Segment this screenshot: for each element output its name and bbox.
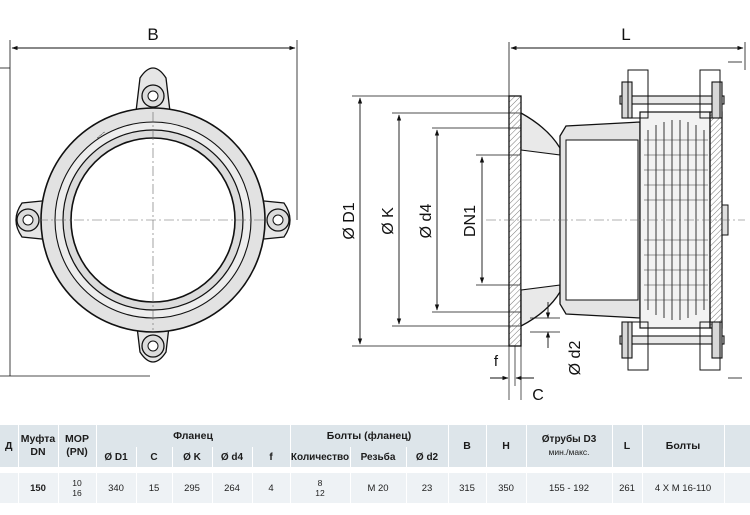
cell-pipe-d3: 155 - 192 xyxy=(526,473,613,503)
header-k: Ø K xyxy=(172,447,213,467)
cell-mop: 10 16 xyxy=(58,473,97,503)
header-f: f xyxy=(252,447,291,467)
cell-f: 4 xyxy=(252,473,291,503)
header-d2: Ø d2 xyxy=(406,447,449,467)
dimension-d1: Ø D1 xyxy=(341,97,363,345)
bolt-lug-top xyxy=(134,67,172,121)
cell-d2: 23 xyxy=(406,473,449,503)
header-d1: Ø D1 xyxy=(96,447,137,467)
cell-thread: M 20 xyxy=(350,473,407,503)
cell-bolts: 4 X M 16-110 xyxy=(642,473,725,503)
cell-dn-cut xyxy=(0,473,19,503)
dim-label-b: B xyxy=(147,25,158,44)
dimension-c: C xyxy=(520,346,544,400)
header-h: H xyxy=(486,425,527,467)
cell-d1: 340 xyxy=(96,473,137,503)
cell-extra xyxy=(724,473,750,503)
header-flange: Фланец xyxy=(96,425,291,447)
header-coupling-dn: Муфта DN xyxy=(18,425,59,467)
cell-qty: 8 12 xyxy=(290,473,351,503)
side-view: L Ø D1 Ø K Ø d4 DN1 xyxy=(341,25,746,400)
dim-label-d2: Ø d2 xyxy=(567,341,584,376)
spec-table: Д Муфта DN MOP (PN) Фланец Болты (фланец… xyxy=(0,425,750,515)
cell-h: 350 xyxy=(486,473,527,503)
header-d4: Ø d4 xyxy=(212,447,253,467)
table-row: 150 10 16 340 15 295 264 4 8 12 M 20 23 … xyxy=(0,473,750,503)
brand-logo-mark: ~~~ xyxy=(95,130,107,142)
header-quantity: Количество xyxy=(290,447,351,467)
header-c: C xyxy=(136,447,173,467)
header-extra xyxy=(724,425,750,467)
cell-l: 261 xyxy=(612,473,643,503)
header-bolts: Болты xyxy=(642,425,725,467)
dim-label-f: f xyxy=(494,353,499,370)
dim-label-dn1: DN1 xyxy=(462,205,479,237)
dimension-k: Ø K xyxy=(380,114,402,325)
dimension-l: L xyxy=(508,25,746,100)
dim-label-l: L xyxy=(621,25,630,44)
dimension-d4: Ø d4 xyxy=(418,129,440,311)
front-view: B ~~~ xyxy=(0,25,298,377)
dimension-dn1: DN1 xyxy=(462,156,485,284)
dimension-d2: Ø d2 xyxy=(530,302,584,375)
dimension-f: f xyxy=(490,346,534,400)
dim-label-d4: Ø d4 xyxy=(418,204,435,239)
dimension-b: B xyxy=(9,25,298,376)
header-pipe-d3: Øтрубы D3 мин./макс. xyxy=(526,425,613,467)
dim-label-c: C xyxy=(532,387,544,400)
dim-label-k: Ø K xyxy=(380,207,397,235)
dim-label-d1: Ø D1 xyxy=(341,202,358,239)
technical-drawing: B ~~~ xyxy=(0,25,746,400)
cell-dn: 150 xyxy=(18,473,59,503)
header-thread: Резьба xyxy=(350,447,407,467)
cell-d4: 264 xyxy=(212,473,253,503)
cell-c: 15 xyxy=(136,473,173,503)
header-mop-pn: MOP (PN) xyxy=(58,425,97,467)
cell-b: 315 xyxy=(448,473,487,503)
header-l: L xyxy=(612,425,643,467)
header-b: B xyxy=(448,425,487,467)
cell-k: 295 xyxy=(172,473,213,503)
header-dn-cut: Д xyxy=(0,425,19,467)
header-bolts-flange: Болты (фланец) xyxy=(290,425,449,447)
